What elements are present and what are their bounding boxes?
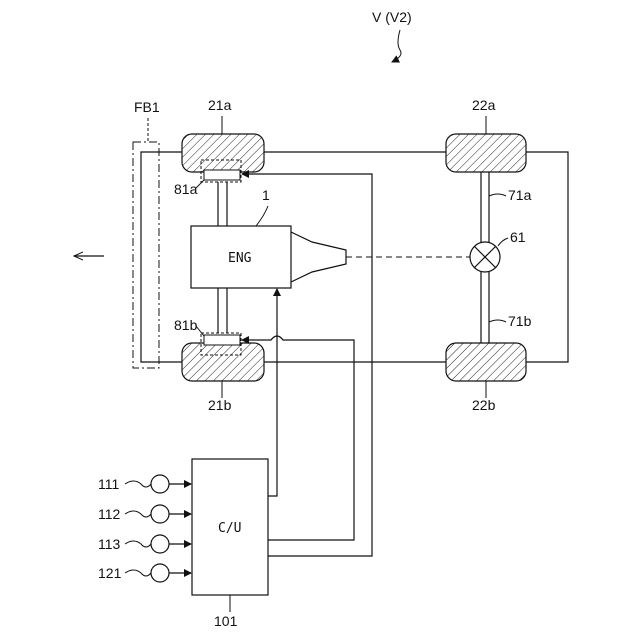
engine-label: ENG [228,251,252,266]
wheel-front-left-label: 21a [208,97,232,113]
wheel-front-right [182,343,264,381]
sensor-113-label: 113 [98,536,121,552]
signal-line-engine [268,289,277,496]
sensor-111-label: 111 [98,476,119,492]
rear-axle-left-label: 71a [508,187,532,203]
front-body-outline [133,142,159,368]
brake-left-actuator [204,170,240,180]
wheel-rear-right-label: 22b [472,397,496,413]
rear-frame-line [526,152,568,362]
brake-right-actuator [204,335,240,345]
diagram-title: V (V2) [372,9,412,25]
sensor-113-leader [125,541,151,547]
sensor-121-circle [151,564,169,582]
differential-label: 61 [510,229,526,245]
title-leader [392,30,401,62]
sensor-113-circle [151,535,169,553]
engine-ref-leader [256,206,268,226]
sensor-112-leader [125,511,151,517]
brake-right-label: 81b [174,317,198,333]
wheel-front-left [182,134,264,172]
sensor-111-leader [125,481,151,487]
sensor-111: 111 [98,475,191,493]
differential-leader [498,238,508,246]
brake-left-label: 81a [174,181,198,197]
engine-ref-label: 1 [262,187,270,203]
sensor-121: 121 [98,564,191,582]
transmission-shape [291,232,346,282]
wheel-rear-left-label: 22a [472,97,496,113]
wheel-rear-right [446,343,526,381]
sensor-112-circle [151,505,169,523]
sensor-112-label: 112 [98,506,121,522]
sensor-111-circle [151,475,169,493]
control-unit-label: C/U [218,521,241,536]
sensor-113: 113 [98,535,191,553]
wheel-front-right-label: 21b [208,397,232,413]
wheel-rear-left [446,134,526,172]
rear-axle-left-leader [489,194,506,196]
rear-axle-right-leader [489,320,506,322]
sensor-121-leader [125,570,151,576]
control-unit-ref-label: 101 [214,613,238,629]
sensor-112: 112 [98,505,191,523]
sensor-121-label: 121 [98,565,122,581]
front-body-label: FB1 [134,99,160,115]
rear-axle-right-label: 71b [508,313,532,329]
